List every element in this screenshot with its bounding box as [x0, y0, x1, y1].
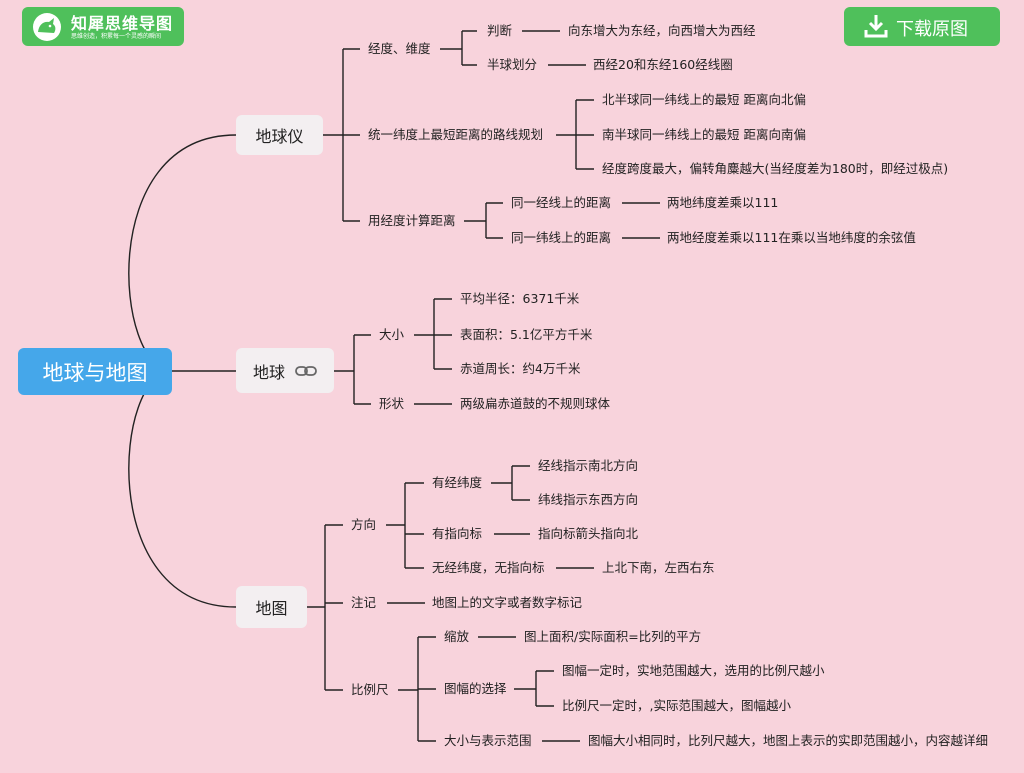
node-size[interactable]: 大小 — [379, 327, 405, 342]
node-notes[interactable]: 注记 — [351, 595, 377, 610]
node-distance[interactable]: 用经度计算距离 — [368, 213, 456, 228]
node-size-item[interactable]: 表面积：5.1亿平方千米 — [460, 327, 593, 342]
node-arrow-text[interactable]: 指向标箭头指向北 — [538, 526, 639, 541]
node-no-indicator-text[interactable]: 上北下南，左西右东 — [602, 560, 715, 575]
node-shape-text[interactable]: 两级扁赤道鼓的不规则球体 — [460, 396, 611, 411]
rhino-icon — [33, 13, 61, 41]
node-choice-item[interactable]: 图幅一定时，实地范围越大，选用的比例尺越小 — [562, 663, 825, 678]
node-judge-text[interactable]: 向东增大为东经，向西增大为西经 — [568, 23, 756, 38]
node-zoom-text[interactable]: 图上面积/实际面积=比列的平方 — [524, 629, 702, 644]
node-no-indicator[interactable]: 无经纬度，无指向标 — [432, 560, 545, 575]
download-icon — [864, 15, 888, 38]
branch-map[interactable]: 地图 — [236, 586, 307, 628]
node-notes-text[interactable]: 地图上的文字或者数字标记 — [432, 595, 583, 610]
node-shape[interactable]: 形状 — [379, 396, 405, 411]
node-graticule-item[interactable]: 经线指示南北方向 — [538, 458, 639, 473]
link-icon[interactable] — [295, 365, 317, 377]
branch-globe-model[interactable]: 地球仪 — [236, 115, 323, 155]
node-arrow[interactable]: 有指向标 — [432, 526, 483, 541]
branch-earth[interactable]: 地球 — [236, 348, 334, 393]
download-label: 下载原图 — [896, 19, 968, 40]
root-node[interactable]: 地球与地图 — [18, 348, 172, 395]
branch-earth-label: 地球 — [252, 362, 285, 382]
node-hemisphere[interactable]: 半球划分 — [487, 57, 538, 72]
node-judge[interactable]: 判断 — [487, 23, 513, 38]
node-size-item[interactable]: 平均半径：6371千米 — [460, 291, 580, 306]
brand-slogan: 思维创造，积累每一个灵感的瞬间 — [71, 33, 162, 40]
node-hemisphere-text[interactable]: 西经20和东经160经线圈 — [593, 57, 733, 72]
node-graticule[interactable]: 有经纬度 — [432, 475, 483, 490]
node-route-item[interactable]: 经度跨度最大，偏转角麋越大(当经度差为180时，即经过极点) — [602, 161, 949, 176]
node-range-text[interactable]: 图幅大小相同时，比列尺越大，地图上表示的实即范围越小，内容越详细 — [588, 733, 989, 748]
node-graticule-item[interactable]: 纬线指示东西方向 — [538, 492, 639, 507]
node-same-meridian[interactable]: 同一经线上的距离 — [511, 195, 612, 210]
node-shortest-route[interactable]: 统一纬度上最短距离的路线规划 — [368, 127, 544, 142]
node-route-item[interactable]: 南半球同一纬线上的最短 距离向南偏 — [602, 127, 806, 142]
node-scale[interactable]: 比例尺 — [351, 682, 389, 697]
node-same-meridian-text[interactable]: 两地纬度差乘以111 — [667, 195, 779, 210]
node-range[interactable]: 大小与表示范围 — [444, 733, 532, 748]
download-original-button[interactable]: 下载原图 — [844, 7, 1000, 46]
node-same-parallel[interactable]: 同一纬线上的距离 — [511, 230, 612, 245]
node-size-item[interactable]: 赤道周长：约4万千米 — [460, 361, 581, 376]
node-choice-item[interactable]: 比例尺一定时，,实际范围越大，图幅越小 — [562, 698, 791, 713]
brand-name: 知犀思维导图 — [71, 14, 174, 33]
node-same-parallel-text[interactable]: 两地经度差乘以111在乘以当地纬度的余弦值 — [667, 230, 916, 245]
node-zoom[interactable]: 缩放 — [444, 629, 470, 644]
node-lat-lon[interactable]: 经度、维度 — [368, 41, 431, 56]
brand-logo[interactable]: 知犀思维导图 思维创造，积累每一个灵感的瞬间 — [22, 7, 184, 46]
node-route-item[interactable]: 北半球同一纬线上的最短 距离向北偏 — [602, 92, 806, 107]
node-direction[interactable]: 方向 — [351, 517, 377, 532]
node-choice[interactable]: 图幅的选择 — [444, 681, 507, 696]
